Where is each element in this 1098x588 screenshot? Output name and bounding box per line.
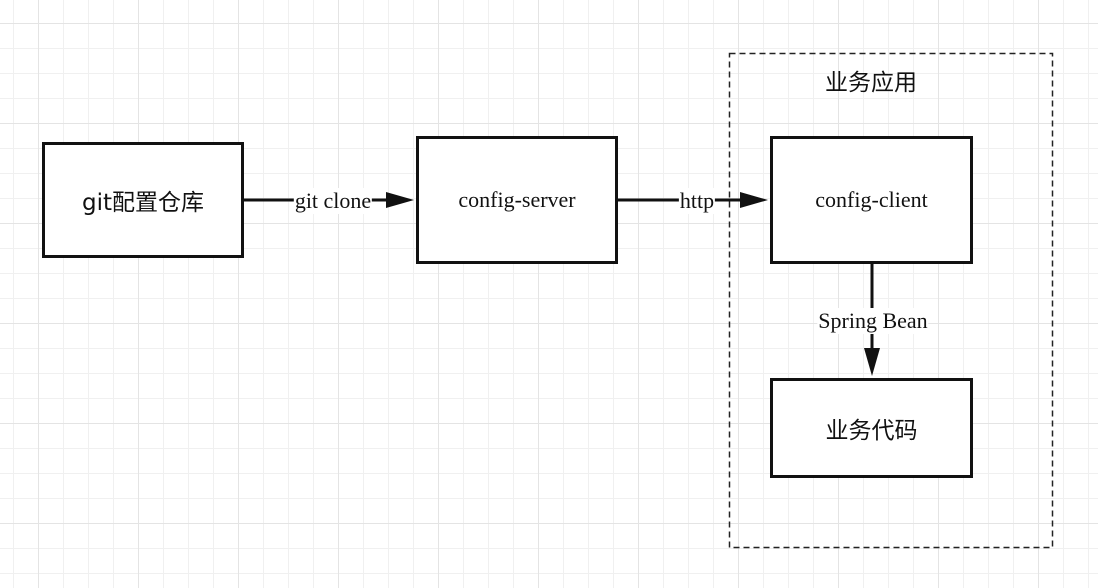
business-code-node: 业务代码 [770, 378, 973, 478]
config-server-label: config-server [458, 187, 576, 212]
edge-git-clone-arrowhead [386, 192, 414, 208]
edge-git-clone-label: git clone [293, 188, 373, 214]
git-repo-label: git配置仓库 [81, 190, 204, 216]
config-client-node: config-client [770, 136, 973, 264]
edge-spring-bean-arrowhead [864, 348, 880, 376]
git-repo-node: git配置仓库 [42, 142, 244, 258]
edge-http-arrowhead [740, 192, 768, 208]
business-app-group-label: 业务应用 [825, 70, 917, 96]
edge-http-label: http [678, 188, 716, 214]
business-app-group-border [728, 52, 1054, 549]
edge-spring-bean-label: Spring Bean [817, 308, 929, 334]
config-server-node: config-server [416, 136, 618, 264]
config-client-label: config-client [815, 187, 928, 212]
business-code-label: 业务代码 [825, 418, 918, 444]
